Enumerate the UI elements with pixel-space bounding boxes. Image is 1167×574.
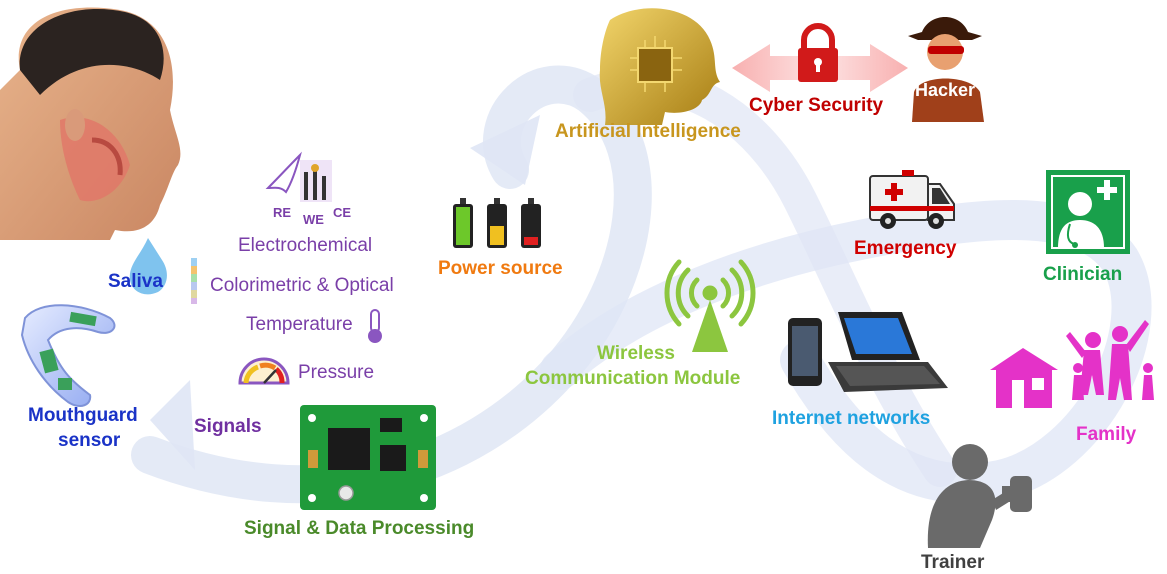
antenna-mast bbox=[692, 300, 728, 352]
ai-brain-head-icon bbox=[599, 8, 720, 125]
internet-networks-label: Internet networks bbox=[772, 408, 931, 429]
clinician-icon bbox=[1046, 170, 1130, 254]
padlock-icon bbox=[798, 23, 838, 82]
signal-data-processing-label: Signal & Data Processing bbox=[244, 518, 475, 539]
house-icon bbox=[990, 348, 1058, 408]
colorimetric-optical-label: Colorimetric & Optical bbox=[210, 275, 394, 296]
electrode-ce-label: CE bbox=[333, 205, 352, 220]
wireless-label-line2: Communication Module bbox=[525, 368, 741, 389]
family-label: Family bbox=[1076, 424, 1137, 445]
trainer-label: Trainer bbox=[921, 552, 985, 573]
thermometer-icon bbox=[368, 309, 382, 343]
hacker-icon bbox=[908, 17, 984, 122]
wireless-label-line1: Wireless bbox=[597, 343, 675, 364]
clinician-label: Clinician bbox=[1043, 264, 1123, 285]
color-strip-icon bbox=[191, 258, 197, 304]
loop-arrowhead-top bbox=[470, 115, 540, 185]
mouthguard-sensor-image bbox=[20, 304, 116, 407]
family-icon bbox=[1066, 320, 1154, 400]
emergency-label: Emergency bbox=[854, 238, 957, 259]
circuit-board-image bbox=[300, 405, 436, 510]
cyclic-voltammetry-icon bbox=[265, 151, 302, 194]
saliva-label: Saliva bbox=[108, 271, 163, 292]
electrode-re-label: RE bbox=[273, 205, 292, 220]
artificial-intelligence-label: Artificial Intelligence bbox=[555, 121, 741, 142]
pressure-label: Pressure bbox=[298, 362, 375, 383]
hacker-label: Hacker bbox=[915, 80, 976, 100]
temperature-label: Temperature bbox=[246, 314, 353, 335]
battery-icons bbox=[453, 198, 541, 248]
loop-arrowhead-left bbox=[150, 380, 195, 470]
saliva-drop-icon bbox=[129, 238, 167, 295]
ambulance-icon bbox=[869, 170, 955, 229]
electrode-we-label: WE bbox=[303, 212, 324, 227]
power-source-label: Power source bbox=[438, 258, 563, 279]
human-head-illustration bbox=[0, 7, 181, 240]
pressure-gauge-icon bbox=[238, 357, 290, 385]
mouthguard-sensor-label-line1: Mouthguard bbox=[28, 405, 138, 426]
signals-label: Signals bbox=[194, 416, 262, 437]
laptop-icon bbox=[828, 312, 948, 392]
electrode-bars-icon bbox=[300, 160, 332, 202]
smartphone-icon bbox=[788, 318, 822, 386]
cyber-security-label: Cyber Security bbox=[749, 95, 884, 116]
wireless-antenna-icon bbox=[664, 259, 756, 327]
electrochemical-label: Electrochemical bbox=[238, 235, 373, 256]
mouthguard-sensor-label-line2: sensor bbox=[58, 430, 121, 451]
trainer-icon bbox=[927, 444, 1032, 548]
